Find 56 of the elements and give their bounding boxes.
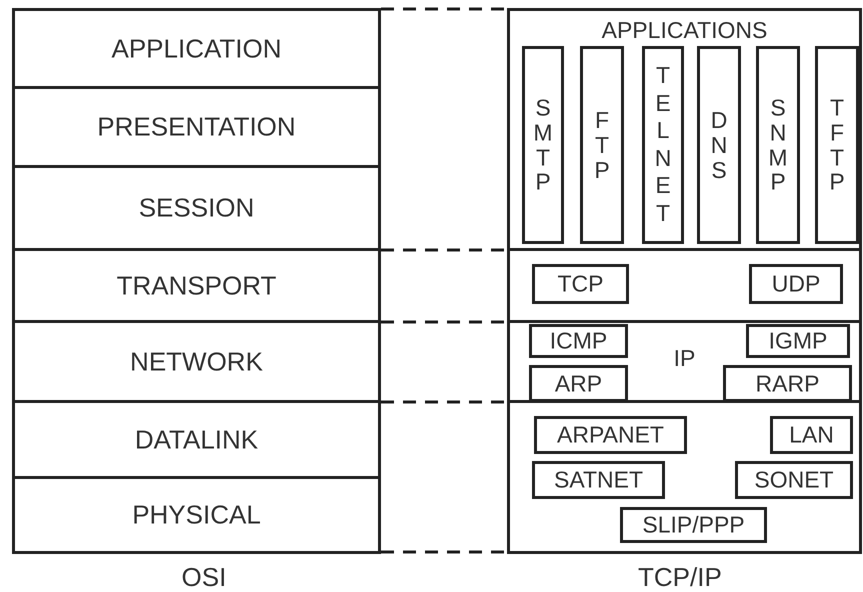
stack-caption: TCP/IP: [638, 562, 722, 592]
layer-band: [507, 248, 862, 323]
layer-name: SESSION: [138, 192, 256, 224]
protocol-name: ICMP: [548, 328, 608, 354]
protocol-name: TCP: [556, 270, 604, 298]
band-heading: IP: [672, 345, 696, 372]
layer-name: DATALINK: [134, 424, 260, 455]
osi-layer-box: [12, 476, 381, 554]
protocol-name: TFTP: [828, 95, 846, 195]
protocol-name: FTP: [593, 108, 611, 182]
protocol-box: [642, 46, 684, 244]
stack-caption: OSI: [182, 562, 226, 592]
protocol-box: [529, 365, 628, 402]
protocol-box: [735, 461, 853, 499]
band-heading: APPLICATIONS: [600, 17, 768, 44]
protocol-box: [522, 46, 564, 244]
osi-layer-box: [12, 165, 381, 251]
protocol-box: [534, 416, 687, 454]
protocol-name: SNMP: [767, 95, 789, 195]
protocol-box: [723, 365, 852, 402]
osi-layer-box: [12, 320, 381, 403]
layer-name: TRANSPORT: [116, 270, 278, 301]
protocol-name: TELNET: [654, 62, 672, 228]
protocol-box: [532, 264, 629, 304]
protocol-name: SONET: [753, 466, 835, 494]
osi-layer-box: [12, 400, 381, 479]
protocol-name: UDP: [770, 270, 822, 298]
layer-name: PHYSICAL: [131, 500, 262, 530]
osi-layer-box: [12, 248, 381, 323]
protocol-box: [815, 46, 859, 244]
protocol-box: [770, 416, 853, 454]
layer-name: PRESENTATION: [96, 112, 297, 142]
protocol-name: SATNET: [552, 466, 644, 494]
osi-layer-box: [12, 8, 381, 89]
protocol-box: [532, 461, 665, 499]
layer-band: [507, 400, 862, 554]
protocol-name: SLIP/PPP: [641, 512, 746, 538]
protocol-box: [620, 507, 767, 543]
protocol-box: [529, 324, 628, 358]
tcpip-layer-band: [507, 8, 862, 251]
protocol-name: ARPANET: [556, 422, 665, 448]
protocol-name: SMTP: [532, 95, 554, 195]
protocol-box: [756, 46, 800, 244]
protocol-name: DNS: [710, 108, 728, 182]
protocol-box: [746, 324, 850, 358]
protocol-name: ARP: [554, 370, 604, 397]
protocol-box: [697, 46, 741, 244]
protocol-box: [580, 46, 624, 244]
layer-name: NETWORK: [129, 346, 264, 377]
protocol-box: [749, 264, 843, 304]
layer-name: APPLICATION: [110, 33, 282, 64]
protocol-name: IGMP: [768, 328, 828, 354]
protocol-name: LAN: [788, 422, 835, 448]
tcpip-layer-band: [507, 320, 862, 403]
protocol-name: RARP: [754, 370, 820, 397]
osi-layer-box: [12, 86, 381, 168]
